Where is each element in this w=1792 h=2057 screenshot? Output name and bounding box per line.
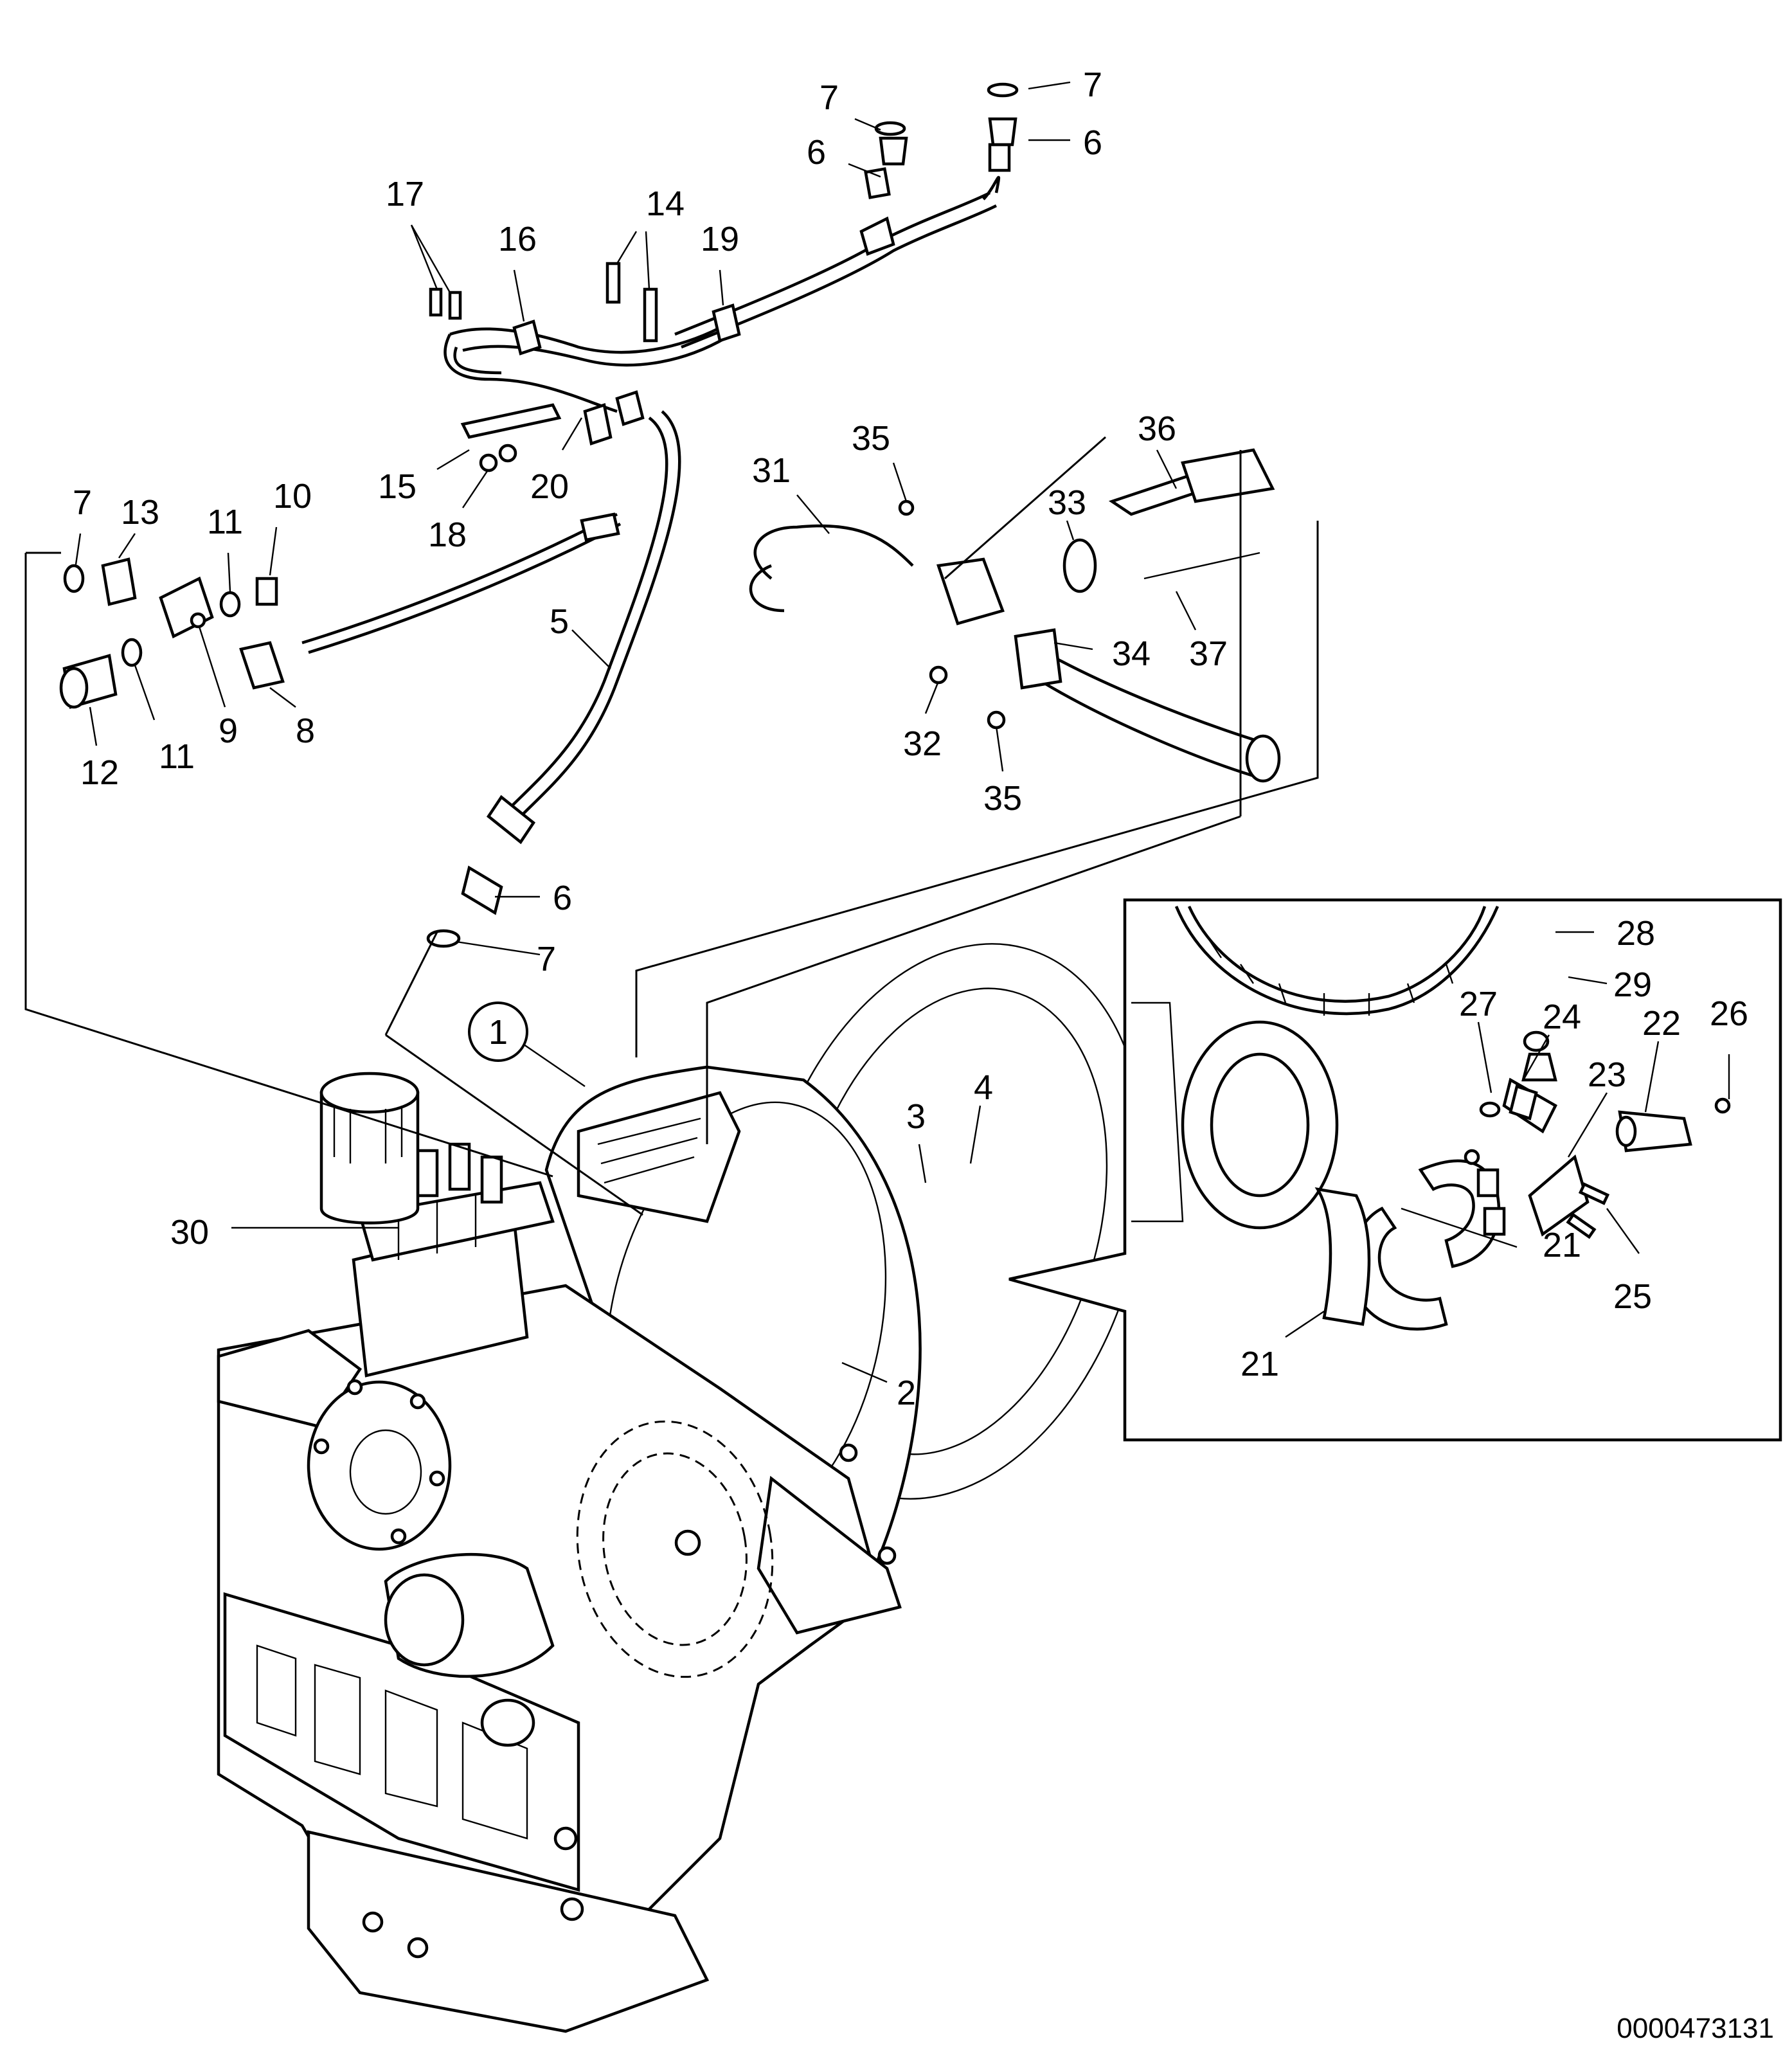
label-11-lower-seal: 11 [159, 737, 195, 776]
label-24-spacer: 24 [1543, 998, 1581, 1036]
label-23-bracket: 23 [1588, 1055, 1626, 1094]
label-10-plug: 10 [273, 477, 312, 516]
document-number: 0000473131 [1617, 2013, 1774, 2044]
label-26-screw: 26 [1710, 994, 1748, 1033]
label-21-tone-ring-left: 21 [1241, 1345, 1279, 1383]
label-12-sensor: 12 [80, 753, 119, 792]
label-5-hose: 5 [550, 602, 569, 641]
label-13-adapter: 13 [121, 493, 159, 532]
label-29-plug: 29 [1613, 966, 1652, 1004]
label-19-clamp: 19 [701, 220, 739, 258]
label-14-bolts: 14 [646, 184, 685, 223]
intake-pipe-drawing [749, 448, 1281, 783]
label-20-clamp: 20 [530, 467, 569, 506]
fittings-group-drawing [59, 557, 285, 709]
label-37-bolt: 37 [1189, 634, 1228, 673]
label-21-tone-ring-right: 21 [1543, 1226, 1581, 1264]
label-6-top-left-fitting: 6 [807, 133, 826, 172]
transmission-housing-drawing [217, 943, 1147, 2033]
label-28-screw: 28 [1617, 914, 1655, 953]
label-36-bracket: 36 [1138, 409, 1176, 448]
label-2-stud: 2 [897, 1374, 916, 1412]
label-6-lower-fitting: 6 [553, 879, 572, 917]
callout-1-circle: 1 [468, 1002, 586, 1087]
label-9-tee-fitting: 9 [219, 712, 238, 750]
inset-detail-drawing [1008, 898, 1782, 1442]
label-32-plug: 32 [903, 724, 942, 763]
label-7-top-left-fitting: 7 [820, 78, 839, 117]
label-16-clamp: 16 [498, 220, 537, 258]
label-35-bottom-plug: 35 [983, 779, 1022, 818]
label-34-clamp: 34 [1112, 634, 1151, 673]
label-15-bracket: 15 [378, 467, 417, 506]
label-4-washer: 4 [974, 1068, 993, 1107]
leader-lines [75, 81, 1730, 1383]
label-6-top-right-fitting: 6 [1083, 123, 1102, 162]
label-30-valve: 30 [170, 1213, 209, 1252]
hose-assembly-drawing [301, 82, 1019, 948]
reference-frame-lines [24, 436, 1319, 1216]
label-35-top-plug: 35 [852, 419, 890, 458]
callout-labels: 7 7 6 6 17 14 16 19 15 20 18 7 13 11 10 … [73, 66, 1748, 1412]
circled-label-1: 1 [488, 1013, 508, 1052]
label-8-elbow: 8 [296, 712, 315, 750]
label-11-upper-seal: 11 [207, 503, 243, 541]
label-7-lower-seal: 7 [537, 940, 556, 978]
label-7-top-right-fitting: 7 [1083, 66, 1102, 104]
label-18-nut: 18 [428, 516, 467, 554]
label-17-bolts: 17 [386, 175, 424, 213]
label-25-bolt: 25 [1613, 1277, 1652, 1316]
label-7-left-seal: 7 [73, 483, 92, 522]
label-31-pipe: 31 [752, 451, 791, 490]
label-27-nut: 27 [1459, 985, 1498, 1023]
label-3-bolt: 3 [906, 1097, 926, 1136]
label-22-speed-sensor: 22 [1642, 1004, 1681, 1043]
label-33-o-ring: 33 [1048, 483, 1086, 522]
